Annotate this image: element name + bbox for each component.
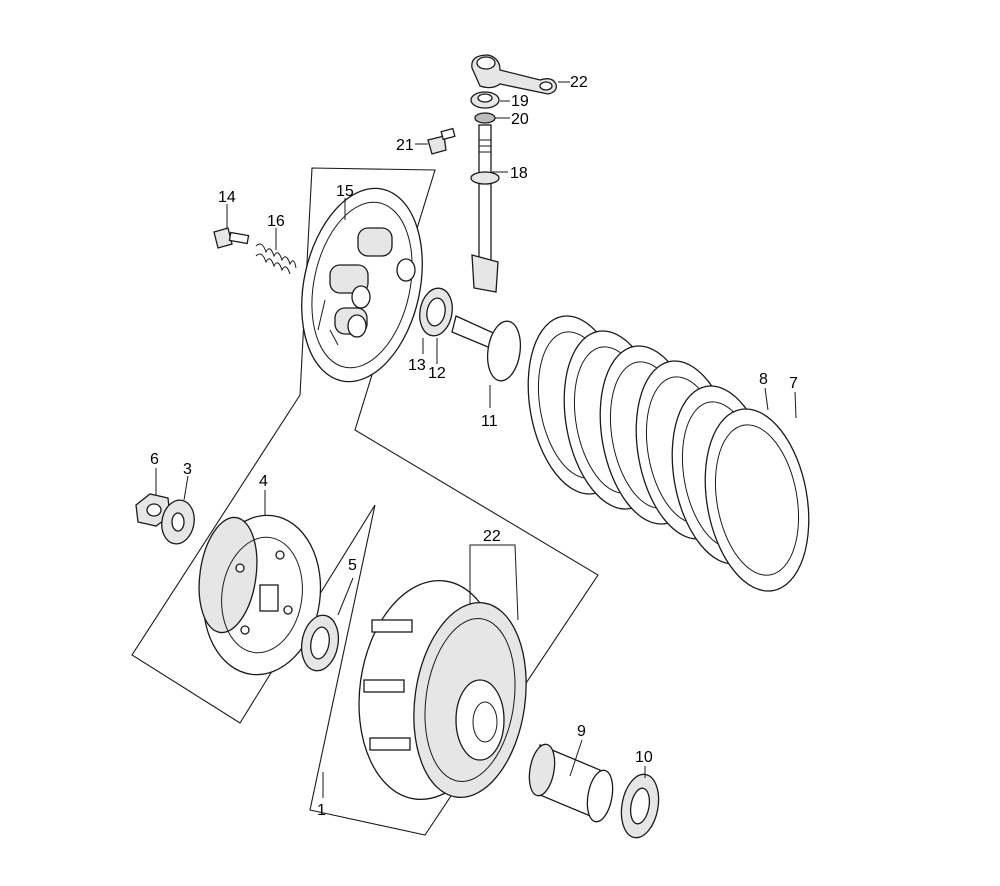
callout-1: 1 <box>317 802 326 819</box>
callout-7: 7 <box>789 375 798 392</box>
callout-6: 6 <box>150 451 159 468</box>
callout-20: 22 <box>570 74 588 91</box>
part-15-bolt <box>213 227 250 249</box>
callout-10: 10 <box>635 749 653 766</box>
part-18-washer <box>470 91 500 109</box>
part-13-12-bearing <box>419 287 453 337</box>
part-16-spring <box>255 243 297 275</box>
part-19-seal <box>474 112 496 124</box>
callout-9: 9 <box>577 723 586 740</box>
part-11-push-rod <box>451 315 522 382</box>
part-9-sleeve <box>528 743 614 823</box>
clutch-plate-stack <box>527 315 810 592</box>
callout-13: 13 <box>408 357 426 374</box>
callout-labels: 22 19 20 18 21 15 14 16 13 12 11 8 7 6 3… <box>150 74 798 819</box>
callout-4: 4 <box>259 473 268 490</box>
part-21-bolt <box>427 127 456 155</box>
part-20-release-lever <box>471 54 557 95</box>
part-10-washer <box>620 773 660 839</box>
part-4-clutch-hub <box>198 514 322 676</box>
part-1-clutch-housing <box>358 579 527 801</box>
callout-18: 19 <box>511 93 529 110</box>
callout-5: 5 <box>348 557 357 574</box>
callout-16: 16 <box>267 213 285 230</box>
callout-8: 8 <box>759 371 768 388</box>
part-14-pressure-plate <box>301 187 423 383</box>
part-5-thrust-washer <box>300 614 340 672</box>
callout-21: 21 <box>396 137 414 154</box>
part-17-shaft <box>470 124 500 293</box>
callout-14: 15 <box>336 183 354 200</box>
part-6-nut <box>135 493 171 527</box>
part-3-washer <box>161 499 195 545</box>
callout-15: 14 <box>218 189 236 206</box>
callout-12: 12 <box>428 365 446 382</box>
callout-11: 11 <box>481 413 498 430</box>
callout-19: 20 <box>511 111 529 128</box>
callout-22: 22 <box>483 528 501 545</box>
leader-lines <box>155 81 797 798</box>
callout-17: 18 <box>510 165 528 182</box>
callout-3: 3 <box>183 461 192 478</box>
